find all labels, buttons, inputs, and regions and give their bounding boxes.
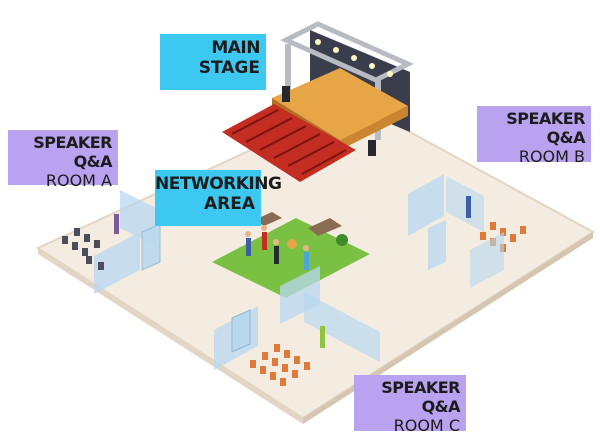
lounge-table <box>287 239 297 249</box>
room-a-speaker <box>114 214 119 234</box>
label-networking-line1: NETWORKING <box>155 174 282 194</box>
label-main-stage-line2: STAGE <box>198 58 260 79</box>
room-a-chairs <box>62 228 104 270</box>
label-networking-line2: AREA <box>203 194 255 215</box>
networking-area <box>212 212 370 324</box>
networking-glass-wall <box>280 266 320 324</box>
label-room-a: SPEAKER Q&A ROOM A <box>8 130 118 190</box>
room-b-speaker <box>466 196 471 218</box>
label-main-stage: MAIN STAGE <box>160 34 266 90</box>
label-room-c: SPEAKER Q&A ROOM C <box>354 375 466 435</box>
room-c <box>214 292 380 386</box>
room-b-glass-left <box>408 174 444 236</box>
label-room-b: SPEAKER Q&A ROOM B <box>477 106 591 166</box>
room-b-glass-side <box>446 176 484 232</box>
room-c-speaker <box>320 326 325 348</box>
room-b-glass-front <box>470 232 504 288</box>
label-room-a-line2: ROOM A <box>45 171 112 191</box>
label-main-stage-line1: MAIN <box>211 38 260 58</box>
stage-truss-top <box>280 21 414 83</box>
main-stage <box>222 21 414 182</box>
label-room-b-line2: ROOM B <box>518 147 585 167</box>
speaker-right <box>368 140 376 156</box>
seat-rows <box>231 109 347 175</box>
plant <box>336 234 348 246</box>
room-c-glass-right <box>304 292 380 362</box>
networking-people <box>245 225 309 270</box>
room-a-door <box>141 223 161 271</box>
label-room-c-line1: SPEAKER Q&A <box>381 378 460 417</box>
label-room-b-line1: SPEAKER Q&A <box>506 109 585 148</box>
label-room-a-line1: SPEAKER Q&A <box>33 133 112 172</box>
speaker-left <box>282 86 290 102</box>
room-c-chairs <box>250 344 310 386</box>
room-b-glass-entry <box>428 220 446 270</box>
room-a-glass-front <box>94 232 140 294</box>
room-a <box>62 190 161 294</box>
lounge-sofa-left <box>254 212 282 226</box>
networking-lawn <box>212 218 370 298</box>
room-c-door <box>231 309 251 353</box>
stage-front-right <box>340 106 408 150</box>
stage-floor <box>272 68 408 140</box>
label-networking-area: NETWORKING AREA <box>155 170 282 226</box>
floor-edge-front <box>38 248 303 424</box>
label-room-c-line2: ROOM C <box>393 416 460 436</box>
room-b <box>408 174 526 288</box>
lounge-sofa-right <box>308 218 342 236</box>
stage-lights <box>315 39 393 77</box>
